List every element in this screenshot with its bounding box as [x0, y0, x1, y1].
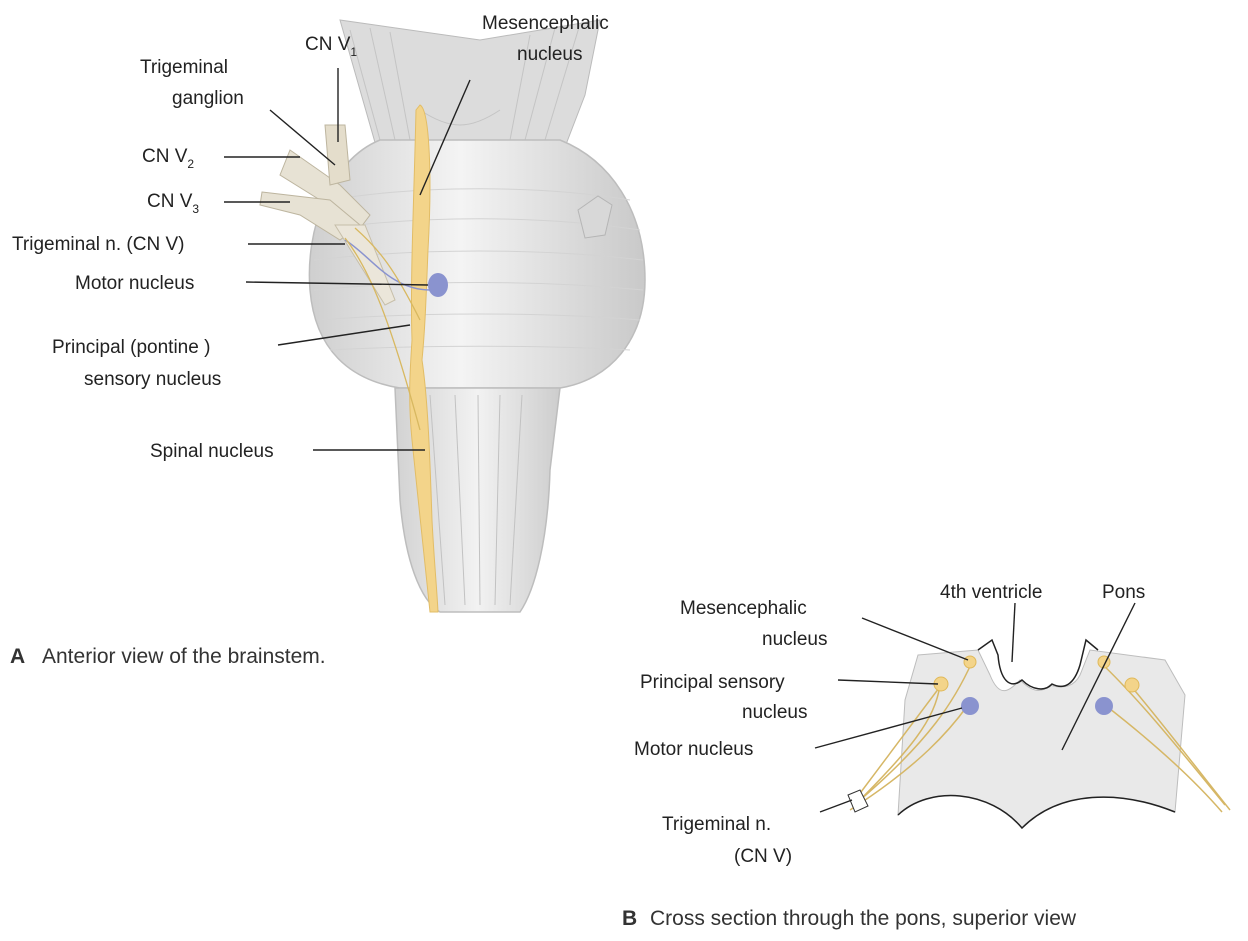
label-b-trigeminal-2: (CN V): [734, 846, 792, 867]
caption-a-letter: A: [10, 645, 25, 668]
label-b-mesencephalic-2: nucleus: [762, 629, 828, 650]
pons-cross-section: [848, 640, 1230, 828]
label-trigeminal-ganglion-2: ganglion: [172, 88, 244, 109]
label-b-trigeminal-1: Trigeminal n.: [662, 814, 771, 835]
label-principal-1: Principal (pontine ): [52, 337, 210, 358]
brainstem-illustration: [260, 20, 645, 612]
motor-nucleus-left: [961, 697, 979, 715]
label-trigeminal-ganglion-1: Trigeminal: [140, 57, 228, 78]
label-4th-ventricle: 4th ventricle: [940, 582, 1042, 603]
caption-b-letter: B: [622, 907, 637, 930]
caption-a-text: Anterior view of the brainstem.: [42, 645, 326, 668]
motor-nucleus-right: [1095, 697, 1113, 715]
label-cn-v2: CN V2: [142, 146, 194, 171]
label-mesencephalic-1: Mesencephalic: [482, 13, 609, 34]
label-motor-nucleus: Motor nucleus: [75, 273, 194, 294]
label-b-principal-2: nucleus: [742, 702, 808, 723]
mesencephalic-nucleus-left: [964, 656, 976, 668]
label-b-mesencephalic-1: Mesencephalic: [680, 598, 807, 619]
label-cn-v1: CN V1: [305, 34, 357, 59]
label-principal-2: sensory nucleus: [84, 369, 221, 390]
caption-b-text: Cross section through the pons, superior…: [650, 907, 1077, 930]
label-b-principal-1: Principal sensory: [640, 672, 785, 693]
label-spinal-nucleus: Spinal nucleus: [150, 441, 274, 462]
label-pons: Pons: [1102, 582, 1145, 603]
label-trigeminal-n: Trigeminal n. (CN V): [12, 234, 184, 255]
motor-nucleus-a: [428, 273, 448, 297]
principal-nucleus-right: [1125, 678, 1139, 692]
label-b-motor-nucleus: Motor nucleus: [634, 739, 753, 760]
label-mesencephalic-2: nucleus: [517, 44, 583, 65]
cerebral-peduncles: [340, 20, 600, 160]
label-cn-v3: CN V3: [147, 191, 199, 216]
